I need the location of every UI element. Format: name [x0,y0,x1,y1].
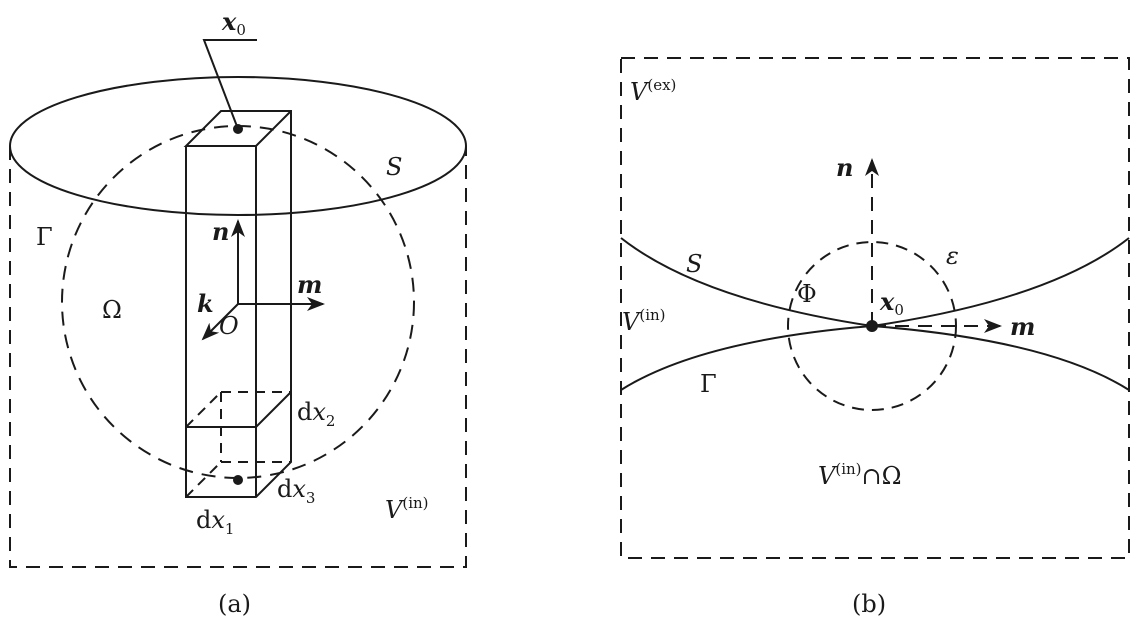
label-omega: Ω [102,296,122,324]
label-x0: x0 [221,7,246,39]
k-arrow [201,303,239,341]
epsilon-circle [787,241,957,411]
label-dx2: dx2 [297,398,335,430]
label-v-in: V(in) [385,494,429,524]
label-dx3: dx3 [277,475,315,507]
label-gamma-b: Γ [700,370,717,398]
surface-s-ellipse [9,76,467,216]
label-m-b: m [1010,312,1035,341]
label-dx1: dx1 [196,506,234,538]
label-n: n [212,217,229,246]
label-x0-b: x0 [879,287,904,319]
label-s-b: S [686,250,702,278]
x0-leader-line [202,39,257,130]
label-v-in-b: V(in) [622,306,666,336]
column-element [183,110,292,498]
label-phi: Φ [797,280,817,308]
label-s: S [386,153,402,181]
label-v-ex: V(ex) [630,76,676,106]
label-n-b: n [836,153,853,182]
label-gamma: Γ [36,223,53,251]
point-x0-b [866,320,878,332]
panel-a: x0 S Γ Ω n m k O dx2 dx3 dx1 V(in) (a) [9,7,467,618]
domain-boundary [620,57,1130,559]
caption-b: (b) [852,590,886,618]
label-k: k [197,289,214,318]
label-m: m [297,270,322,299]
cylinder-boundary [9,146,467,568]
bottom-point [233,475,243,485]
panel-b: V(ex) n S ε Φ x0 V(in) m Γ V(in)∩Ω (b) [620,57,1130,618]
surface-gamma-curve [620,324,1130,391]
caption-a: (a) [218,590,251,618]
label-epsilon: ε [946,242,959,270]
label-v-in-cap-omega: V(in)∩Ω [818,460,902,490]
label-origin: O [219,312,239,340]
